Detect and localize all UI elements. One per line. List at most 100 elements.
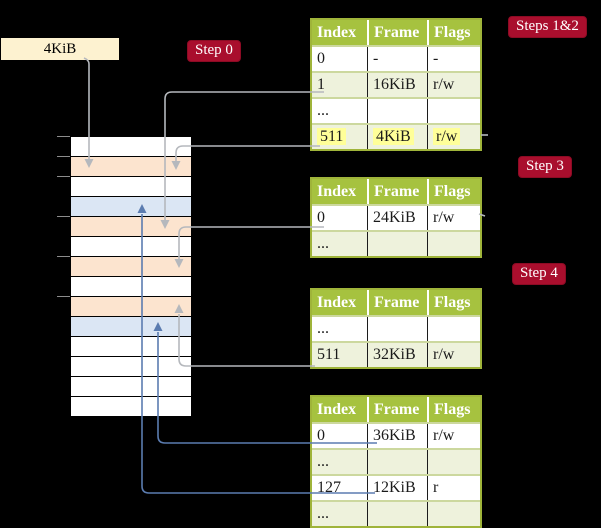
- memory-row-white: [71, 397, 191, 416]
- column-header: Index: [317, 401, 357, 418]
- memory-row-white: [71, 337, 191, 357]
- table-cell: 0: [317, 209, 325, 226]
- highlighted-value: 4KiB: [373, 128, 414, 145]
- table-cell: [427, 99, 480, 123]
- table-cell: 12KiB: [367, 476, 427, 500]
- boundary-tick: [57, 176, 70, 177]
- memory-row-white: [71, 237, 191, 257]
- table-cell: 511: [312, 125, 367, 149]
- column-header: Frame: [367, 179, 427, 204]
- table-cell: 511: [317, 346, 341, 363]
- boundary-tick: [57, 136, 70, 137]
- memory-row-white: [71, 377, 191, 397]
- connector-table2-row0-to-frame: [178, 226, 324, 259]
- table-cell: [427, 450, 480, 474]
- memory-row-white: [71, 137, 191, 157]
- memory-row-blue: [71, 317, 191, 337]
- table-row: ...: [312, 230, 480, 256]
- table-cell: r/w: [427, 343, 480, 367]
- table-cell: ...: [317, 505, 329, 522]
- table-cell: ...: [317, 235, 329, 252]
- table-cell: r/w: [427, 125, 480, 149]
- table-row: ...: [312, 500, 480, 526]
- memory-row-peach: [71, 297, 191, 317]
- table-cell: 1: [317, 76, 325, 93]
- table-cell: -: [367, 47, 427, 71]
- column-header: Flags: [427, 290, 480, 315]
- table-row: 0 --: [312, 45, 480, 71]
- connector-table3-row511-to-frame: [178, 314, 315, 367]
- table-cell: 36KiB: [367, 424, 427, 448]
- table-row: ...: [312, 448, 480, 474]
- table-cell: -: [427, 47, 480, 71]
- step4-badge: Step 4: [512, 263, 566, 285]
- table-cell: [367, 232, 427, 256]
- table-row: ...: [312, 97, 480, 123]
- table-cell: [367, 450, 427, 474]
- boundary-tick: [57, 256, 70, 257]
- table-cell: 16KiB: [367, 73, 427, 97]
- column-header: Frame: [367, 397, 427, 422]
- table-cell: ...: [317, 102, 329, 119]
- column-header: Flags: [427, 20, 480, 45]
- table-cell: 127: [317, 479, 341, 496]
- table-cell: r/w: [427, 206, 480, 230]
- column-header: Flags: [427, 397, 480, 422]
- highlighted-value: r/w: [433, 128, 461, 145]
- table-row: 511 4KiB r/w: [312, 123, 480, 149]
- table-cell: [427, 502, 480, 526]
- boundary-tick: [57, 296, 70, 297]
- table-cell: r/w: [427, 424, 480, 448]
- table-cell: 4KiB: [367, 125, 427, 149]
- table-row: ...: [312, 315, 480, 341]
- table-cell: [367, 502, 427, 526]
- highlighted-value: 511: [317, 128, 347, 145]
- table-cell: [427, 317, 480, 341]
- memory-row-peach: [71, 257, 191, 277]
- memory-column: [70, 136, 192, 417]
- connector-table1-row511-to-frame: [175, 145, 320, 161]
- memory-row-blue: [71, 197, 191, 217]
- steps12-badge: Steps 1&2: [508, 16, 587, 38]
- memory-row-peach: [71, 157, 191, 177]
- column-header: Index: [317, 294, 357, 311]
- table-cell: ...: [317, 453, 329, 470]
- boundary-tick: [57, 216, 70, 217]
- step0-badge: Step 0: [187, 40, 241, 62]
- page-size-box: 4KiB: [1, 38, 119, 60]
- column-header: Index: [317, 24, 357, 41]
- table-cell: ...: [317, 320, 329, 337]
- memory-row-white: [71, 277, 191, 297]
- memory-row-peach: [71, 217, 191, 237]
- table-cell: 24KiB: [367, 206, 427, 230]
- column-header: Frame: [367, 290, 427, 315]
- table-cell: [367, 317, 427, 341]
- table-cell: 0: [317, 427, 325, 444]
- table-cell: [427, 232, 480, 256]
- step3-badge: Step 3: [518, 156, 572, 178]
- table-cell: 0: [317, 50, 325, 67]
- boundary-tick: [57, 156, 70, 157]
- table-cell: 32KiB: [367, 343, 427, 367]
- table-cell: r/w: [427, 73, 480, 97]
- table-cell: r: [427, 476, 480, 500]
- memory-row-white: [71, 357, 191, 377]
- table-cell: [367, 99, 427, 123]
- column-header: Index: [317, 183, 357, 200]
- column-header: Frame: [367, 20, 427, 45]
- column-header: Flags: [427, 179, 480, 204]
